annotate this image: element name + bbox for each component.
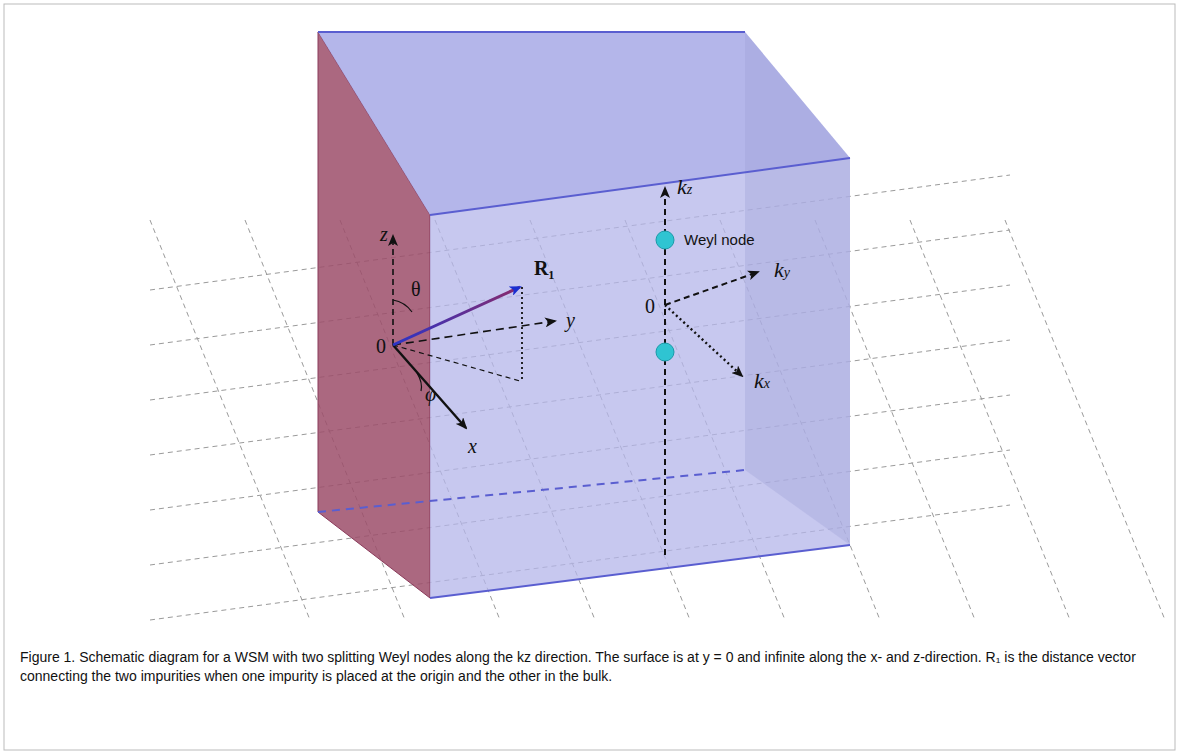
cube-edges — [318, 32, 850, 598]
weyl-node — [656, 231, 674, 249]
real-space-axes — [393, 236, 555, 428]
axis-label: y — [566, 310, 575, 330]
axis-label: x — [468, 436, 477, 456]
angle-label: θ — [411, 279, 421, 299]
origin-label: 0 — [645, 296, 655, 316]
axis-label: kz — [677, 176, 692, 198]
angle-label: φ — [425, 384, 436, 404]
side-shade — [745, 32, 850, 545]
weyl-node-label: Weyl node — [684, 232, 755, 247]
axis-label: ky — [774, 259, 790, 281]
origin-label: 0 — [376, 336, 386, 356]
vector-label: R₁ — [534, 258, 554, 278]
figure-frame — [4, 4, 1175, 750]
weyl-node — [656, 343, 674, 361]
figure-caption: Figure 1. Schematic diagram for a WSM wi… — [20, 648, 1160, 686]
k-space-axes — [656, 188, 758, 555]
axis-label: z — [380, 224, 388, 244]
axis-label: kx — [754, 370, 770, 392]
